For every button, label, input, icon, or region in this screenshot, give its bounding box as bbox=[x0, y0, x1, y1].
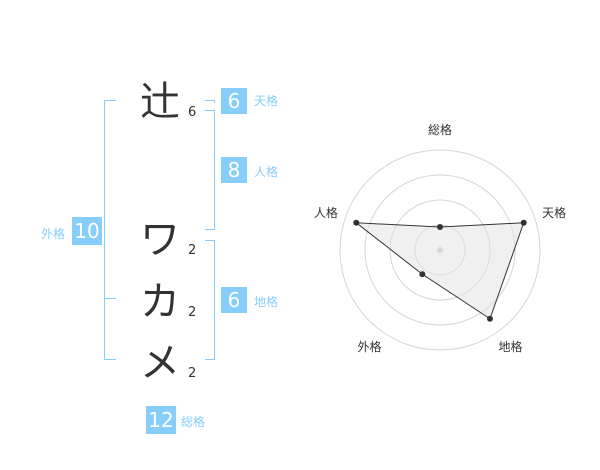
jinkaku-badge: 8 bbox=[221, 157, 247, 183]
tenkaku-label: 天格 bbox=[254, 94, 279, 108]
stroke-count-3: 2 bbox=[188, 305, 197, 320]
name-char-2: ワ bbox=[140, 217, 180, 263]
soukaku-badge: 12 bbox=[146, 406, 176, 434]
name-char-1: 辻 bbox=[140, 79, 180, 125]
tenkaku-bracket bbox=[205, 100, 215, 103]
gaikaku-bracket-tick bbox=[104, 298, 116, 299]
radar-axis-label-3: 地格 bbox=[499, 339, 523, 354]
radar-point-4 bbox=[419, 271, 426, 278]
radar-ring bbox=[339, 149, 541, 351]
jinkaku-bracket bbox=[205, 110, 215, 230]
stroke-count-4: 2 bbox=[188, 366, 197, 381]
tenkaku-badge: 6 bbox=[221, 88, 247, 114]
chikaku-bracket bbox=[205, 240, 215, 360]
soukaku-label: 総格 bbox=[181, 415, 206, 429]
radar-point-3 bbox=[486, 315, 493, 322]
name-char-4: メ bbox=[140, 340, 180, 386]
gaikaku-badge: 10 bbox=[72, 217, 102, 245]
radar-data-area bbox=[354, 222, 525, 320]
stroke-count-2: 2 bbox=[188, 243, 197, 258]
radar-axis-label-2: 天格 bbox=[542, 205, 566, 220]
radar-points bbox=[353, 219, 527, 322]
chikaku-label: 地格 bbox=[254, 295, 279, 309]
radar-point-1 bbox=[437, 224, 443, 230]
name-char-3: カ bbox=[140, 279, 180, 325]
radar-point-5 bbox=[353, 219, 360, 226]
radar-axis-label-4: 外格 bbox=[357, 339, 381, 354]
gaikaku-bracket bbox=[104, 100, 116, 360]
radar-axis-label-1: 総格 bbox=[428, 122, 452, 137]
radar-ring bbox=[364, 174, 516, 326]
gaikaku-label: 外格 bbox=[41, 227, 66, 241]
jinkaku-label: 人格 bbox=[254, 165, 279, 179]
chikaku-badge: 6 bbox=[221, 287, 247, 313]
stroke-count-1: 6 bbox=[188, 105, 197, 120]
radar-axis-label-5: 人格 bbox=[314, 205, 338, 220]
radar-point-2 bbox=[520, 219, 527, 226]
